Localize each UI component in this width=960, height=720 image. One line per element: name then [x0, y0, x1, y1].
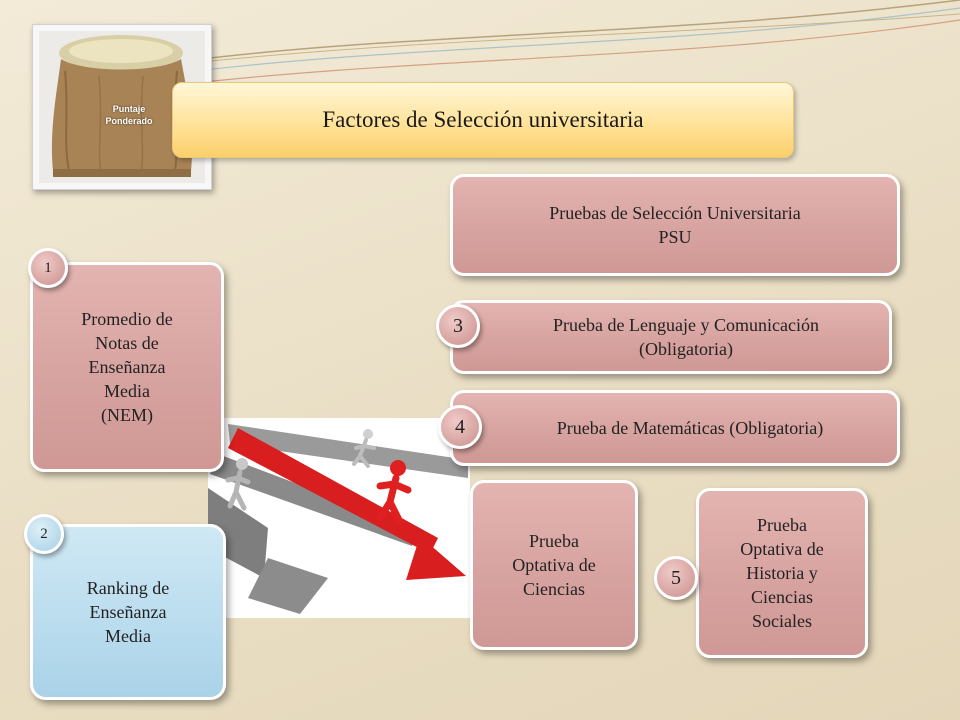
lenguaje-box: Prueba de Lenguaje y Comunicación (Oblig… — [450, 300, 892, 374]
ranking-line1: Ranking de — [86, 578, 170, 598]
historia-line3: Historia y — [746, 563, 818, 583]
sack-label-line1: Puntaje — [112, 104, 146, 114]
nem-line4: Media — [104, 381, 150, 401]
ranking-line3: Media — [105, 626, 151, 646]
lenguaje-badge: 3 — [436, 304, 480, 348]
nem-box: Promedio de Notas de Enseñanza Media (NE… — [30, 262, 224, 472]
nem-line1: Promedio de — [81, 309, 173, 329]
nem-line2: Notas de — [95, 333, 159, 353]
matematicas-box: Prueba de Matemáticas (Obligatoria) — [450, 390, 900, 466]
page-title: Factores de Selección universitaria — [172, 82, 794, 158]
optativa-badge: 5 — [654, 556, 698, 600]
ranking-box: Ranking de Enseñanza Media — [30, 524, 226, 700]
sack-label: Puntaje Ponderado — [89, 103, 169, 127]
nem-badge: 1 — [28, 248, 68, 288]
sack-photo: Puntaje Ponderado — [32, 24, 212, 190]
nem-line3: Enseñanza — [88, 357, 166, 377]
ciencias-line3: Ciencias — [523, 579, 585, 599]
ranking-line2: Enseñanza — [89, 602, 167, 622]
historia-line5: Sociales — [751, 611, 812, 631]
psu-line2: PSU — [658, 227, 692, 247]
runners-arrows-icon — [208, 424, 468, 614]
historia-line2: Optativa de — [740, 539, 824, 559]
historia-line4: Ciencias — [751, 587, 813, 607]
lenguaje-line2: (Obligatoria) — [639, 339, 733, 359]
sack-label-line2: Ponderado — [105, 116, 153, 126]
arrows-illustration — [208, 418, 470, 618]
matematicas-text: Prueba de Matemáticas (Obligatoria) — [556, 418, 824, 438]
historia-line1: Prueba — [757, 515, 807, 535]
nem-line5: (NEM) — [101, 405, 153, 425]
lenguaje-line1: Prueba de Lenguaje y Comunicación — [553, 315, 819, 335]
grain-sack-icon — [51, 35, 193, 177]
ciencias-box: Prueba Optativa de Ciencias — [470, 480, 638, 650]
matematicas-badge: 4 — [438, 405, 482, 449]
historia-box: Prueba Optativa de Historia y Ciencias S… — [696, 488, 868, 658]
psu-line1: Pruebas de Selección Universitaria — [549, 203, 801, 223]
psu-box: Pruebas de Selección Universitaria PSU — [450, 174, 900, 276]
ciencias-line2: Optativa de — [512, 555, 596, 575]
ranking-badge: 2 — [24, 514, 64, 554]
ciencias-line1: Prueba — [529, 531, 579, 551]
